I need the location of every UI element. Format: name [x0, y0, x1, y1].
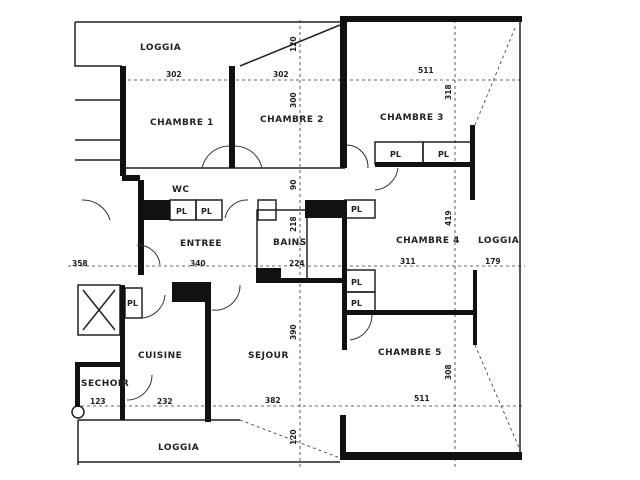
dimension: 511 — [418, 66, 434, 75]
dimension: 308 — [444, 364, 453, 380]
doors — [81, 144, 399, 401]
dimension: 90 — [289, 180, 298, 190]
dimension: 300 — [289, 92, 298, 108]
room-label-chambre3: CHAMBRE 3 — [380, 113, 444, 123]
closet-label: PL — [351, 299, 362, 308]
dimension: 302 — [166, 70, 182, 79]
closet-label: PL — [176, 207, 187, 216]
room-label-bains: BAINS — [273, 238, 307, 248]
room-label-sejour: SEJOUR — [248, 351, 289, 361]
room-label-entree: ENTREE — [180, 239, 222, 249]
closet-label: PL — [351, 205, 362, 214]
dimension: 224 — [289, 259, 305, 268]
room-label-chambre5: CHAMBRE 5 — [378, 348, 442, 358]
room-label-loggia-bottom: LOGGIA — [158, 443, 199, 453]
dimension: 120 — [289, 429, 298, 445]
closet-label: PL — [127, 299, 138, 308]
dimension: 232 — [157, 397, 173, 406]
room-label-chambre4: CHAMBRE 4 — [396, 236, 460, 246]
dimension: 511 — [414, 394, 430, 403]
dimension: 340 — [190, 259, 206, 268]
dimension-lines — [68, 20, 525, 470]
dimension: 419 — [444, 210, 453, 226]
closet-label: PL — [438, 150, 449, 159]
closet-label: PL — [201, 207, 212, 216]
dimension: 311 — [400, 257, 416, 266]
thick-walls — [75, 16, 522, 460]
room-label-wc: WC — [172, 185, 190, 195]
dimension: 179 — [485, 257, 501, 266]
room-label-loggia-top: LOGGIA — [140, 43, 181, 53]
room-label-cuisine: CUISINE — [138, 351, 182, 361]
dimension: 123 — [90, 397, 106, 406]
dimension: 382 — [265, 396, 281, 405]
closet-label: PL — [390, 150, 401, 159]
dimension: 390 — [289, 324, 298, 340]
room-label-chambre1: CHAMBRE 1 — [150, 118, 214, 128]
dimension: 318 — [444, 84, 453, 100]
dimension: 120 — [289, 36, 298, 52]
closet-label: PL — [351, 278, 362, 287]
dimension: 302 — [273, 70, 289, 79]
room-label-loggia-right: LOGGIA — [478, 236, 519, 246]
room-label-chambre2: CHAMBRE 2 — [260, 115, 324, 125]
dimension: 218 — [289, 216, 298, 232]
dimension: 358 — [72, 259, 88, 268]
room-label-sechoir: SECHOIR — [81, 379, 129, 389]
